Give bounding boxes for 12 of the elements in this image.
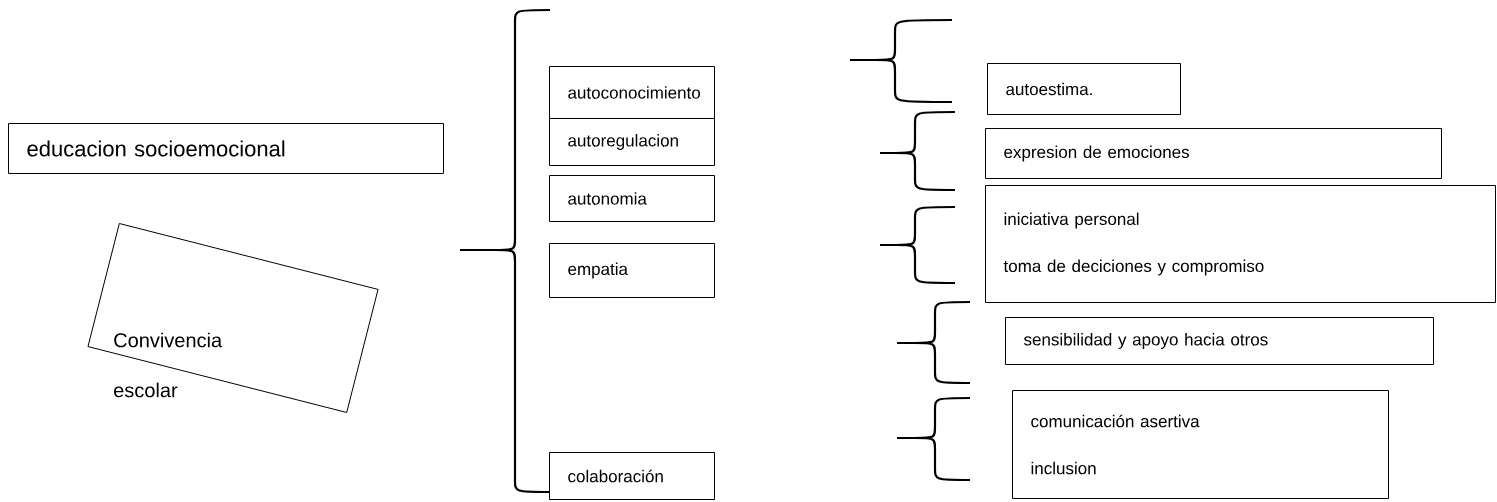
text-box: empatia xyxy=(549,243,715,298)
tilted-box: Convivencia escolar xyxy=(87,223,379,413)
text-box: autoconocimiento xyxy=(549,66,715,119)
text-box: colaboración xyxy=(549,452,715,500)
text-box: autonomia xyxy=(549,175,715,222)
text-box: autoregulacion xyxy=(549,118,715,166)
text-box: comunicación asertiva inclusion xyxy=(1012,390,1389,499)
text-box: autoestima. xyxy=(987,63,1181,115)
text-box: sensibilidad y apoyo hacia otros xyxy=(1005,317,1434,365)
text-box: expresion de emociones xyxy=(985,128,1442,179)
text-box: educacion socioemocional xyxy=(8,123,444,174)
text-box: iniciativa personal toma de deciciones y compromiso xyxy=(985,185,1496,303)
